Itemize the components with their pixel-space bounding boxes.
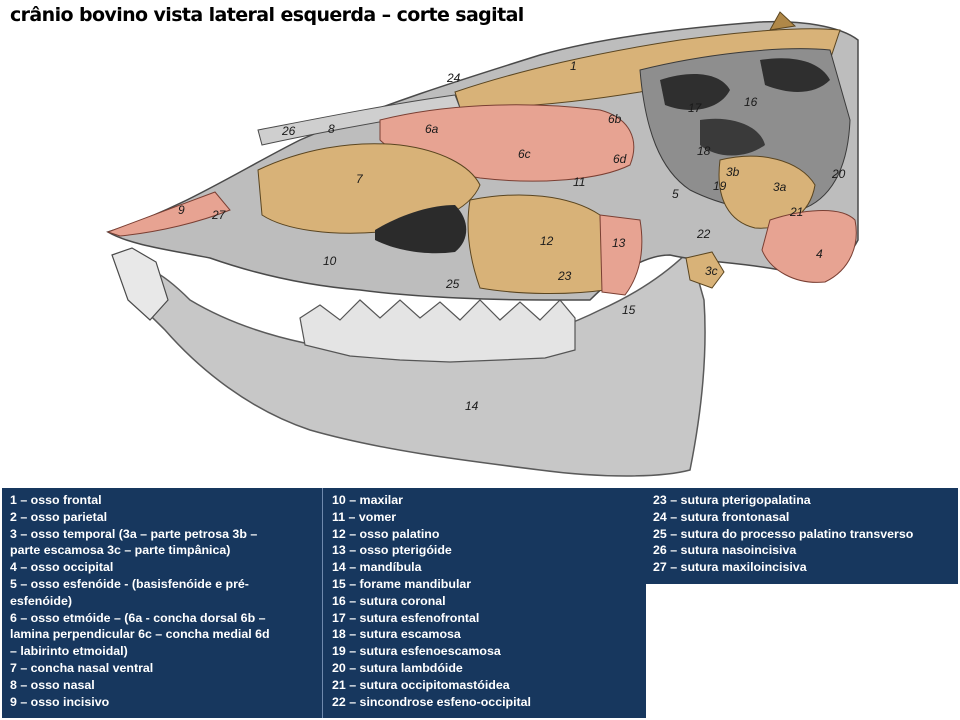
horn-base: [769, 11, 797, 31]
legend-item: 21 – sutura occipitomastóidea: [332, 677, 510, 692]
label-25: 25: [445, 277, 460, 291]
label-7: 7: [356, 172, 364, 186]
legend-item: 8 – osso nasal: [10, 677, 95, 692]
legend-item: 6 – osso etmóide – (6a - concha dorsal 6…: [10, 610, 270, 659]
label-1: 1: [570, 59, 577, 73]
label-8: 8: [328, 122, 335, 136]
legend-item: 14 – mandíbula: [332, 560, 422, 575]
label-18: 18: [697, 144, 711, 158]
label-3a: 3a: [773, 180, 787, 194]
legend-panel-side: 23 – sutura pterigopalatina 24 – sutura …: [646, 488, 958, 584]
legend-item: 19 – sutura esfenoescamosa: [332, 644, 501, 659]
page-title: crânio bovino vista lateral esquerda – c…: [10, 4, 524, 26]
label-22: 22: [696, 227, 711, 241]
legend-item: 16 – sutura coronal: [332, 593, 446, 608]
legend-item: 17 – sutura esfenofrontal: [332, 610, 480, 625]
sinus-dark-2: [760, 58, 830, 92]
legend-divider: [322, 488, 323, 718]
legend-column-2: 10 – maxilar 11 – vomer 12 – osso palati…: [332, 492, 642, 710]
legend-item: 11 – vomer: [332, 509, 397, 524]
skull-illustration: 1 24 26 8 6a 6b 6c 6d 7 9 27 10 11 12 13…: [106, 11, 859, 477]
label-21: 21: [789, 205, 803, 219]
label-16: 16: [744, 95, 758, 109]
legend-item: 9 – osso incisivo: [10, 694, 110, 709]
legend-item: 1 – osso frontal: [10, 493, 102, 507]
label-6b: 6b: [608, 112, 622, 126]
label-6a: 6a: [425, 122, 439, 136]
palatine-bone: [467, 194, 606, 295]
label-10: 10: [323, 254, 337, 268]
label-19: 19: [713, 179, 727, 193]
figure-labels: 1 24 26 8 6a 6b 6c 6d 7 9 27 10 11 12 13…: [178, 59, 846, 413]
skull-drawing: 1 24 26 8 6a 6b 6c 6d 7 9 27 10 11 12 13…: [106, 11, 859, 477]
sinus-dark-3: [700, 118, 765, 156]
legend-item: 27 – sutura maxiloincisiva: [653, 560, 807, 575]
label-26: 26: [281, 124, 296, 138]
label-5: 5: [672, 187, 679, 201]
incisive-bone: [106, 191, 231, 237]
legend-item: 4 – osso occipital: [10, 560, 114, 575]
label-3c: 3c: [705, 264, 718, 278]
occipital-bone: [761, 210, 857, 283]
label-20: 20: [831, 167, 846, 181]
label-15: 15: [622, 303, 636, 317]
label-4: 4: [816, 247, 823, 261]
label-6d: 6d: [613, 152, 627, 166]
label-14: 14: [465, 399, 479, 413]
tympanic-bone: [685, 251, 725, 289]
label-23: 23: [557, 269, 572, 283]
legend-panel-main: 1 – osso frontal 2 – osso parietal 3 – o…: [2, 488, 646, 718]
label-17: 17: [688, 101, 703, 115]
label-3b: 3b: [726, 165, 740, 179]
label-11: 11: [573, 175, 585, 189]
label-9: 9: [178, 203, 185, 217]
legend-item: 12 – osso palatino: [332, 526, 440, 541]
teeth-row: [299, 299, 576, 363]
legend-item: 5 – osso esfenóide - (basisfenóide e pré…: [10, 576, 249, 608]
legend-item: 10 – maxilar: [332, 493, 403, 507]
legend-item: 23 – sutura pterigopalatina: [653, 493, 811, 507]
legend-item: 26 – sutura nasoincisiva: [653, 543, 797, 558]
sinus-dark-1: [660, 74, 730, 110]
label-27: 27: [211, 208, 227, 222]
choana-cavity: [375, 205, 467, 254]
legend-item: 24 – sutura frontonasal: [653, 509, 790, 524]
legend-item: 3 – osso temporal (3a – parte petrosa 3b…: [10, 526, 258, 558]
legend-item: 22 – sincondrose esfeno-occipital: [332, 694, 532, 709]
legend-item: 25 – sutura do processo palatino transve…: [653, 526, 914, 541]
legend-item: 20 – sutura lambdóide: [332, 660, 463, 675]
legend-item: 18 – sutura escamosa: [332, 627, 461, 642]
legend-item: 15 – forame mandibular: [332, 576, 472, 591]
label-12: 12: [540, 234, 554, 248]
label-13: 13: [612, 236, 626, 250]
legend-item: 13 – osso pterigóide: [332, 543, 452, 558]
pterygoid-bone: [599, 214, 643, 296]
legend-item: 2 – osso parietal: [10, 509, 108, 524]
label-6c: 6c: [518, 147, 531, 161]
incisor-tip: [111, 247, 169, 321]
label-24: 24: [446, 71, 461, 85]
legend-column-3: 23 – sutura pterigopalatina 24 – sutura …: [653, 492, 953, 576]
legend-column-1: 1 – osso frontal 2 – osso parietal 3 – o…: [10, 492, 320, 710]
legend-item: 7 – concha nasal ventral: [10, 660, 154, 675]
